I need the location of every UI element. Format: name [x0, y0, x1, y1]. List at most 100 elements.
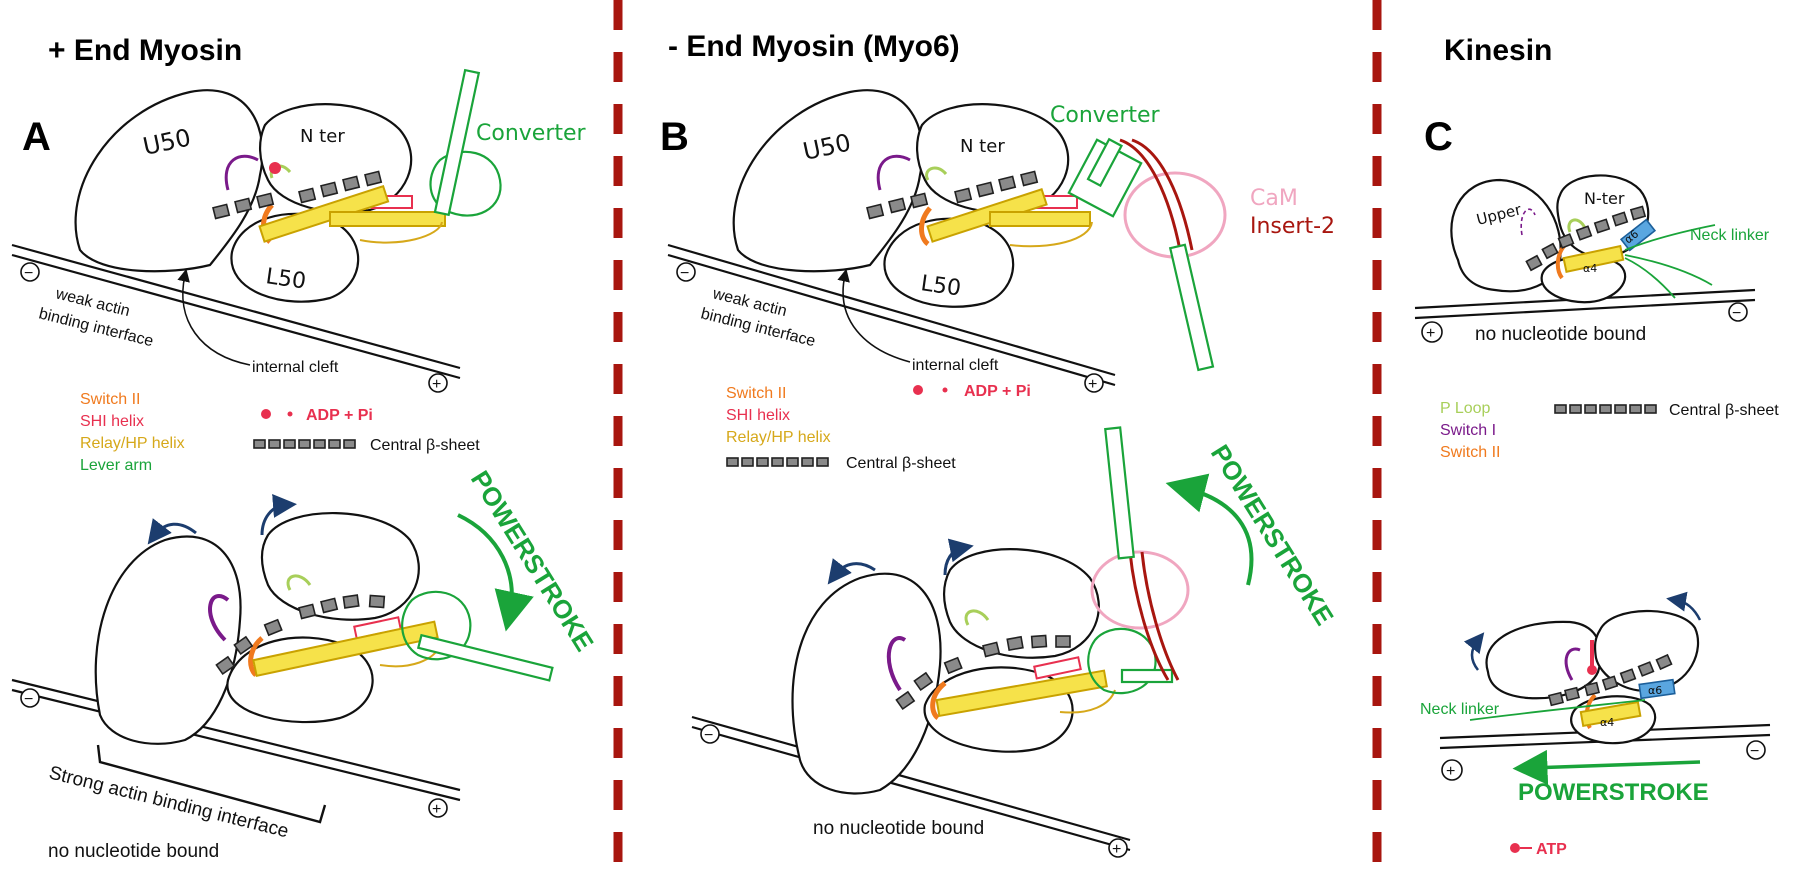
legend-a-switch2: Switch II: [80, 391, 140, 408]
neck-linker-c-top: [1624, 224, 1716, 299]
panel-a-bottom-state: − +: [11, 465, 600, 862]
switch2-a-bottom: [248, 636, 264, 677]
switch2-b: [919, 206, 932, 246]
cleft-arrow-b: [837, 268, 911, 363]
beta-sheet-a-top: [212, 170, 383, 220]
panel-c-bottom-state: + − α4 α6 Neck link: [1420, 591, 1771, 858]
legend-c-beta: Central β-sheet: [1669, 402, 1779, 419]
legend-c-ploop: P Loop: [1440, 400, 1491, 417]
switch2-b-bottom: [930, 681, 947, 720]
panel-c-letter: C: [1424, 115, 1453, 159]
panel-b-top-state: − + U50 N ter L50: [667, 89, 1335, 400]
legend-a-lever: Lever arm: [80, 457, 152, 474]
switch1-loop-b-bottom: [886, 636, 907, 692]
switch1-loop-a: [224, 154, 259, 191]
panel-b: - End Myosin (Myo6) B − + U50 N ter L50: [660, 30, 1340, 858]
minus-sign-a-bottom: −: [24, 691, 33, 708]
minus-sign-b-bottom: −: [704, 727, 713, 744]
u50-domain-b-bottom: [791, 572, 942, 795]
converter-label-b: Converter: [1050, 103, 1161, 128]
beta-sheet-c-bottom: [1547, 653, 1673, 707]
legend-c: P Loop Switch I Switch II Central β-shee…: [1440, 400, 1779, 461]
beta-sheet-b-top: [866, 170, 1039, 220]
minus-end-b-bottom: [700, 724, 720, 744]
switch1-loop-c-bottom: [1564, 647, 1581, 681]
plus-sign-a-bottom: +: [432, 801, 441, 818]
microtubule-c-top-2: [1414, 298, 1756, 320]
no-nucleotide-label-a: no nucleotide bound: [48, 841, 219, 862]
minus-end-b-top: [676, 262, 696, 282]
actin-filament-b-top: [667, 243, 1116, 377]
panel-a: + End Myosin A − + U50 N ter L50: [11, 34, 600, 862]
minus-end-c-bottom: [1746, 740, 1766, 760]
switch1-loop-a-bottom: [208, 594, 230, 642]
lever-arm-b-bottom: [1104, 426, 1135, 560]
adp-pi-icon-a: [261, 409, 271, 419]
relay-helix-a: [258, 184, 390, 243]
adp-pi-icon-b: [913, 385, 923, 395]
powerstroke-arrow-c: [1512, 749, 1701, 785]
converter-a: [429, 150, 502, 217]
legend-a-relay: Relay/HP helix: [80, 435, 185, 452]
neck-linker-label-c-bottom: Neck linker: [1420, 701, 1500, 718]
legend-b-switch2: Switch II: [726, 385, 786, 402]
nter-label-a: N ter: [300, 126, 345, 147]
atp-icon-c: [1510, 843, 1520, 853]
insert2-b-top: [1119, 138, 1194, 251]
actin-filament-b-top-2: [667, 253, 1116, 387]
powerstroke-arrow-a: [457, 513, 534, 632]
plus-sign-c-top: +: [1426, 325, 1435, 342]
plus-end-c-bottom: [1441, 759, 1463, 781]
neck-linker-c-bottom: [1469, 699, 1646, 721]
rotation-arrow-b-1: [827, 558, 876, 585]
powerstroke-label-b: POWERSTROKE: [1205, 439, 1340, 630]
insert2-label-b: Insert-2: [1250, 214, 1335, 239]
lever-arm-b-top: [1168, 243, 1215, 372]
adp-pi-icon-b-2: [942, 387, 948, 393]
minus-sign-b-top: −: [680, 265, 689, 282]
cam-b-top: [1123, 171, 1227, 259]
legend-a-shi: SHI helix: [80, 413, 144, 430]
actin-filament-b-bottom: [691, 715, 1131, 842]
converter-b-bottom: [1087, 627, 1157, 695]
legend-a-beta: Central β-sheet: [370, 437, 480, 454]
strong-binding-label-a: Strong actin binding interface: [47, 762, 291, 842]
relay-helix-a-2: [329, 211, 446, 227]
converter-b-inner: [1086, 137, 1123, 188]
panel-c: Kinesin C + − Upper N-ter: [1414, 34, 1779, 858]
adp-pi-mark-a: [269, 162, 281, 174]
actin-filament-a-top-2: [11, 253, 461, 380]
u50-domain-a-bottom: [94, 535, 242, 745]
l50-domain-b: [883, 217, 1015, 308]
ploop-b: [925, 166, 948, 181]
legend-b-shi: SHI helix: [726, 407, 790, 424]
beta-sheet-legend-c: [1554, 404, 1657, 414]
converter-label-a: Converter: [476, 121, 587, 146]
l50-label-b: L50: [919, 271, 962, 301]
minus-sign-c-top: −: [1732, 305, 1741, 322]
alpha4-helix-c-bottom: [1579, 700, 1642, 728]
neck-linker-label-c-top: Neck linker: [1690, 227, 1770, 244]
plus-end-c-top: [1421, 321, 1443, 343]
nter-label-c: N-ter: [1584, 189, 1625, 208]
rotation-arrow-a-1: [147, 518, 197, 545]
switch1-loop-c-top: [1520, 208, 1536, 236]
legend-b-beta: Central β-sheet: [846, 455, 956, 472]
no-nucleotide-label-b: no nucleotide bound: [813, 818, 984, 839]
minus-sign-a-top: −: [24, 265, 33, 282]
adp-pi-icon-a-2: [287, 411, 293, 417]
rotation-arrow-b-2: [943, 538, 974, 576]
beta-sheet-b-bottom: [895, 634, 1071, 711]
ploop-b-bottom: [964, 609, 990, 626]
alpha4-label-c-top: α4: [1583, 262, 1597, 275]
minus-end-c-top: [1728, 302, 1748, 322]
powerstroke-label-c: POWERSTROKE: [1518, 779, 1709, 806]
relay-loop-b-bottom: [1059, 689, 1116, 714]
rotation-arrow-c-1: [1463, 632, 1485, 671]
nter-domain-a-bottom: [260, 512, 420, 621]
minus-end-a-top: [20, 262, 40, 282]
beta-sheet-a-bottom: [215, 594, 386, 676]
relay-helix-b-bottom: [935, 669, 1108, 718]
nter-domain-b-bottom: [942, 548, 1100, 659]
